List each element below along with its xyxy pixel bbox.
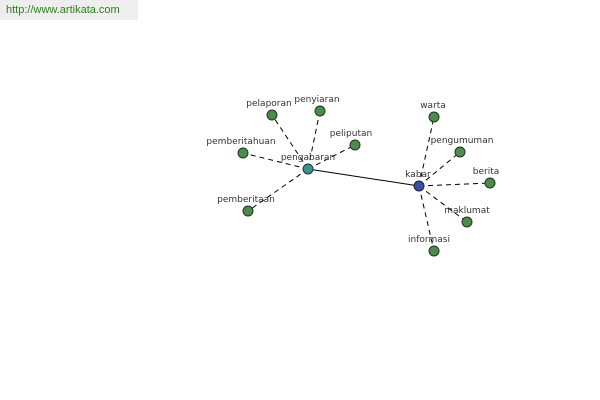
node-label-kabar: kabar (405, 170, 431, 180)
node-peliputan[interactable]: peliputan (330, 129, 372, 151)
node-label-pelaporan: pelaporan (246, 99, 291, 109)
source-bar: http://www.artikata.com (0, 0, 138, 20)
node-pengumuman[interactable]: pengumuman (431, 136, 494, 158)
node-pengabaran[interactable]: pengabaran (281, 153, 335, 175)
node-pelaporan[interactable]: pelaporan (246, 99, 292, 121)
node-penyiaran[interactable]: penyiaran (294, 95, 340, 117)
node-warta[interactable]: warta (420, 101, 446, 123)
node-maklumat[interactable]: maklumat (444, 206, 490, 228)
node-dot-peliputan[interactable] (349, 139, 361, 151)
node-label-peliputan: peliputan (330, 129, 372, 139)
node-label-pemberitaan: pemberitaan (217, 195, 275, 205)
node-dot-pemberitahuan[interactable] (237, 147, 249, 159)
graph-edges (242, 110, 491, 252)
edge-pengabaran-penyiaran (307, 110, 321, 170)
node-label-pemberitahuan: pemberitahuan (206, 137, 275, 147)
node-label-maklumat: maklumat (444, 206, 490, 216)
edge-kabar-berita (418, 182, 491, 187)
node-dot-maklumat[interactable] (461, 216, 473, 228)
edge-pengabaran-pemberitahuan (242, 152, 309, 170)
edge-pengabaran-kabar (307, 168, 420, 187)
source-link[interactable]: http://www.artikata.com (6, 4, 120, 16)
node-dot-pemberitaan[interactable] (242, 205, 254, 217)
edge-kabar-informasi (418, 185, 435, 252)
node-dot-berita[interactable] (484, 177, 496, 189)
edge-pengabaran-pelaporan (271, 114, 309, 170)
node-label-pengumuman: pengumuman (431, 136, 494, 146)
node-dot-penyiaran[interactable] (314, 105, 326, 117)
edge-pengabaran-pemberitaan (247, 168, 309, 212)
node-label-pengabaran: pengabaran (281, 153, 335, 163)
node-kabar[interactable]: kabar (405, 170, 431, 192)
node-label-informasi: informasi (408, 235, 450, 245)
edge-kabar-warta (418, 116, 435, 187)
node-dot-pelaporan[interactable] (266, 109, 278, 121)
node-berita[interactable]: berita (473, 167, 500, 189)
node-dot-warta[interactable] (428, 111, 440, 123)
node-dot-pengabaran[interactable] (302, 163, 314, 175)
node-label-warta: warta (420, 101, 446, 111)
node-dot-kabar[interactable] (413, 180, 425, 192)
node-label-berita: berita (473, 167, 500, 177)
node-dot-pengumuman[interactable] (454, 146, 466, 158)
node-label-penyiaran: penyiaran (294, 95, 339, 105)
edge-kabar-maklumat (418, 185, 468, 223)
node-dot-informasi[interactable] (428, 245, 440, 257)
node-pemberitaan[interactable]: pemberitaan (217, 195, 275, 217)
node-pemberitahuan[interactable]: pemberitahuan (206, 137, 276, 159)
node-informasi[interactable]: informasi (408, 235, 450, 257)
